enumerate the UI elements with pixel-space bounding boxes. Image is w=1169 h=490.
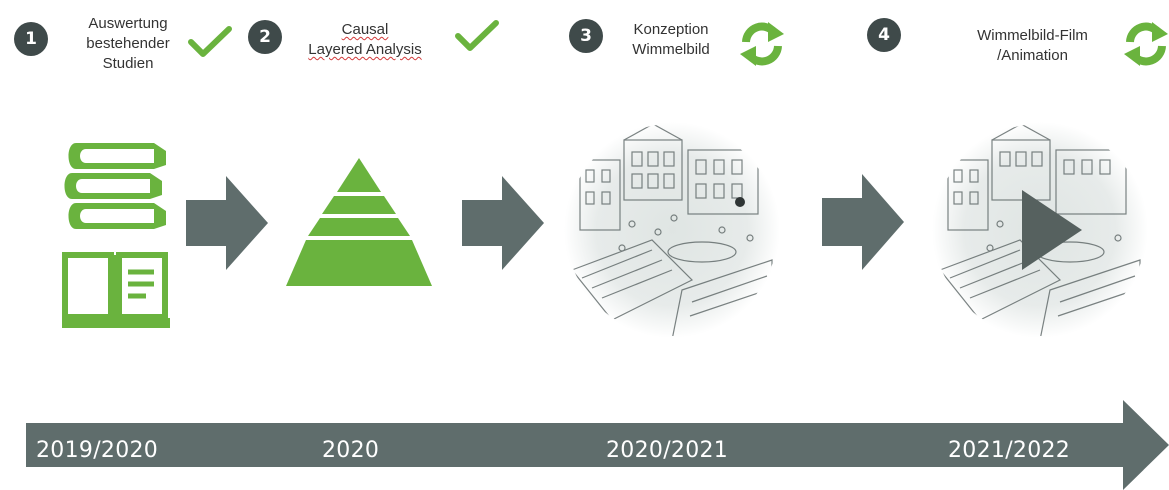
timeline-year: 2020: [322, 438, 380, 463]
timeline-year: 2019/2020: [36, 438, 159, 463]
open-book-icon: [62, 252, 170, 328]
step-label-line: Auswertung: [88, 15, 168, 32]
step-label-line: Wimmelbild: [632, 41, 710, 58]
step-number-badge: 3: [569, 19, 603, 53]
timeline-year: 2021/2022: [948, 438, 1071, 463]
step-label-line: Studien: [102, 55, 154, 72]
step-label-line: Konzeption: [633, 21, 709, 38]
flow-arrow: [462, 176, 544, 270]
timeline-arrow: [26, 400, 1169, 490]
step-label-word: Layered Analysis: [308, 41, 422, 58]
refresh-icon: [1124, 22, 1168, 66]
step-number-badge: 2: [248, 20, 282, 54]
step-label-line: Layered Analysis: [290, 40, 440, 60]
step-label-line: Causal: [341, 21, 389, 38]
check-icon: [455, 20, 499, 51]
step-label-line: /Animation: [997, 47, 1068, 64]
step-label-line: Wimmelbild-Film: [977, 27, 1088, 44]
timeline-year: 2020/2021: [606, 438, 729, 463]
wimmelbild-image: [564, 122, 780, 338]
books-icon: [64, 143, 166, 229]
flow-arrow: [186, 176, 268, 270]
step-label: Causal Layered Analysis: [290, 20, 440, 60]
pyramid-icon: [286, 158, 432, 286]
flow-arrow: [822, 174, 904, 270]
wimmelbild-video-image: [932, 122, 1148, 338]
play-icon[interactable]: [1022, 190, 1082, 270]
step-label: Auswertung bestehender Studien: [72, 14, 184, 74]
check-icon: [188, 26, 232, 57]
step-label-line: bestehender: [86, 35, 170, 52]
step-label: Wimmelbild-Film /Animation: [965, 26, 1100, 66]
step-number-badge: 1: [14, 22, 48, 56]
refresh-icon: [740, 22, 784, 66]
step-number-badge: 4: [867, 18, 901, 52]
step-label: Konzeption Wimmelbild: [617, 20, 725, 60]
